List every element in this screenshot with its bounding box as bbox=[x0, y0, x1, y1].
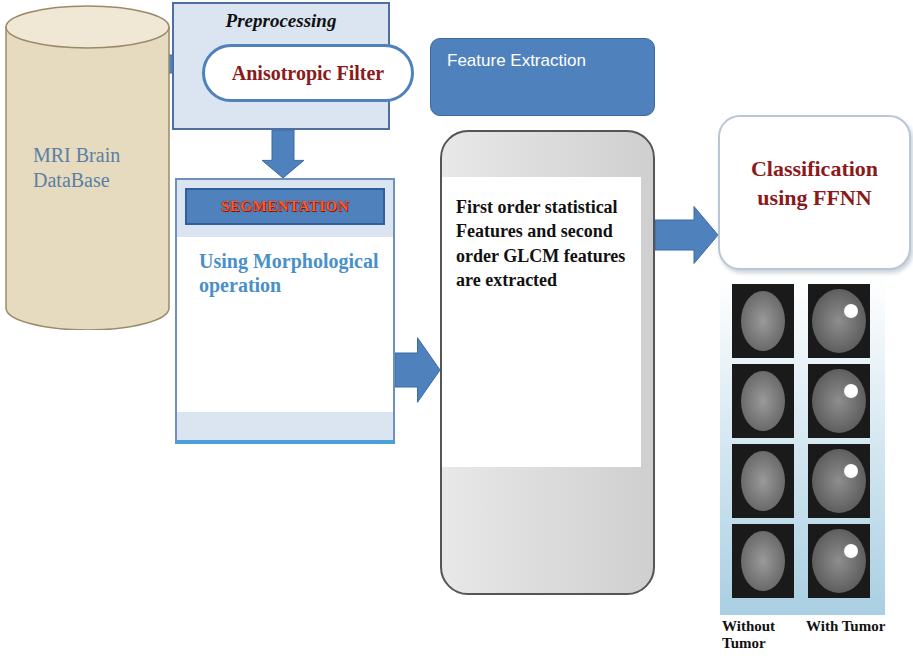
filter-pill: Anisotropic Filter bbox=[202, 44, 414, 102]
brain-with-tumor bbox=[808, 284, 870, 598]
cylinder-outline bbox=[5, 5, 170, 330]
node-title: Preprocessing bbox=[174, 10, 388, 32]
block-arrow bbox=[395, 338, 440, 403]
feature-tab: Feature Extraction bbox=[430, 38, 655, 116]
node-title: Feature Extraction bbox=[431, 39, 654, 71]
node-title: First order statistical Features and sec… bbox=[442, 177, 641, 467]
mri-sample-panel bbox=[720, 278, 885, 615]
node-title: Classification using FFNN bbox=[720, 117, 909, 212]
image-caption: Without Tumor bbox=[722, 618, 802, 653]
segmentation-box: SEGMENTATION Using Morphological operatio… bbox=[175, 178, 395, 444]
node-title: MRI Brain DataBase bbox=[33, 143, 148, 193]
preprocessing-box: PreprocessingAnisotropic Filter bbox=[172, 2, 390, 130]
brain-without-tumor bbox=[732, 284, 794, 598]
feature-box: First order statistical Features and sec… bbox=[440, 130, 655, 595]
node-title: SEGMENTATION bbox=[185, 188, 385, 225]
node-body: Using Morphological operation bbox=[177, 237, 393, 412]
node-title: Anisotropic Filter bbox=[232, 62, 384, 85]
database-cylinder: MRI Brain DataBase bbox=[5, 5, 170, 330]
block-arrow bbox=[655, 207, 718, 264]
image-caption: With Tumor bbox=[806, 618, 886, 635]
classification-box: Classification using FFNN bbox=[718, 115, 911, 270]
block-arrow bbox=[262, 130, 304, 178]
